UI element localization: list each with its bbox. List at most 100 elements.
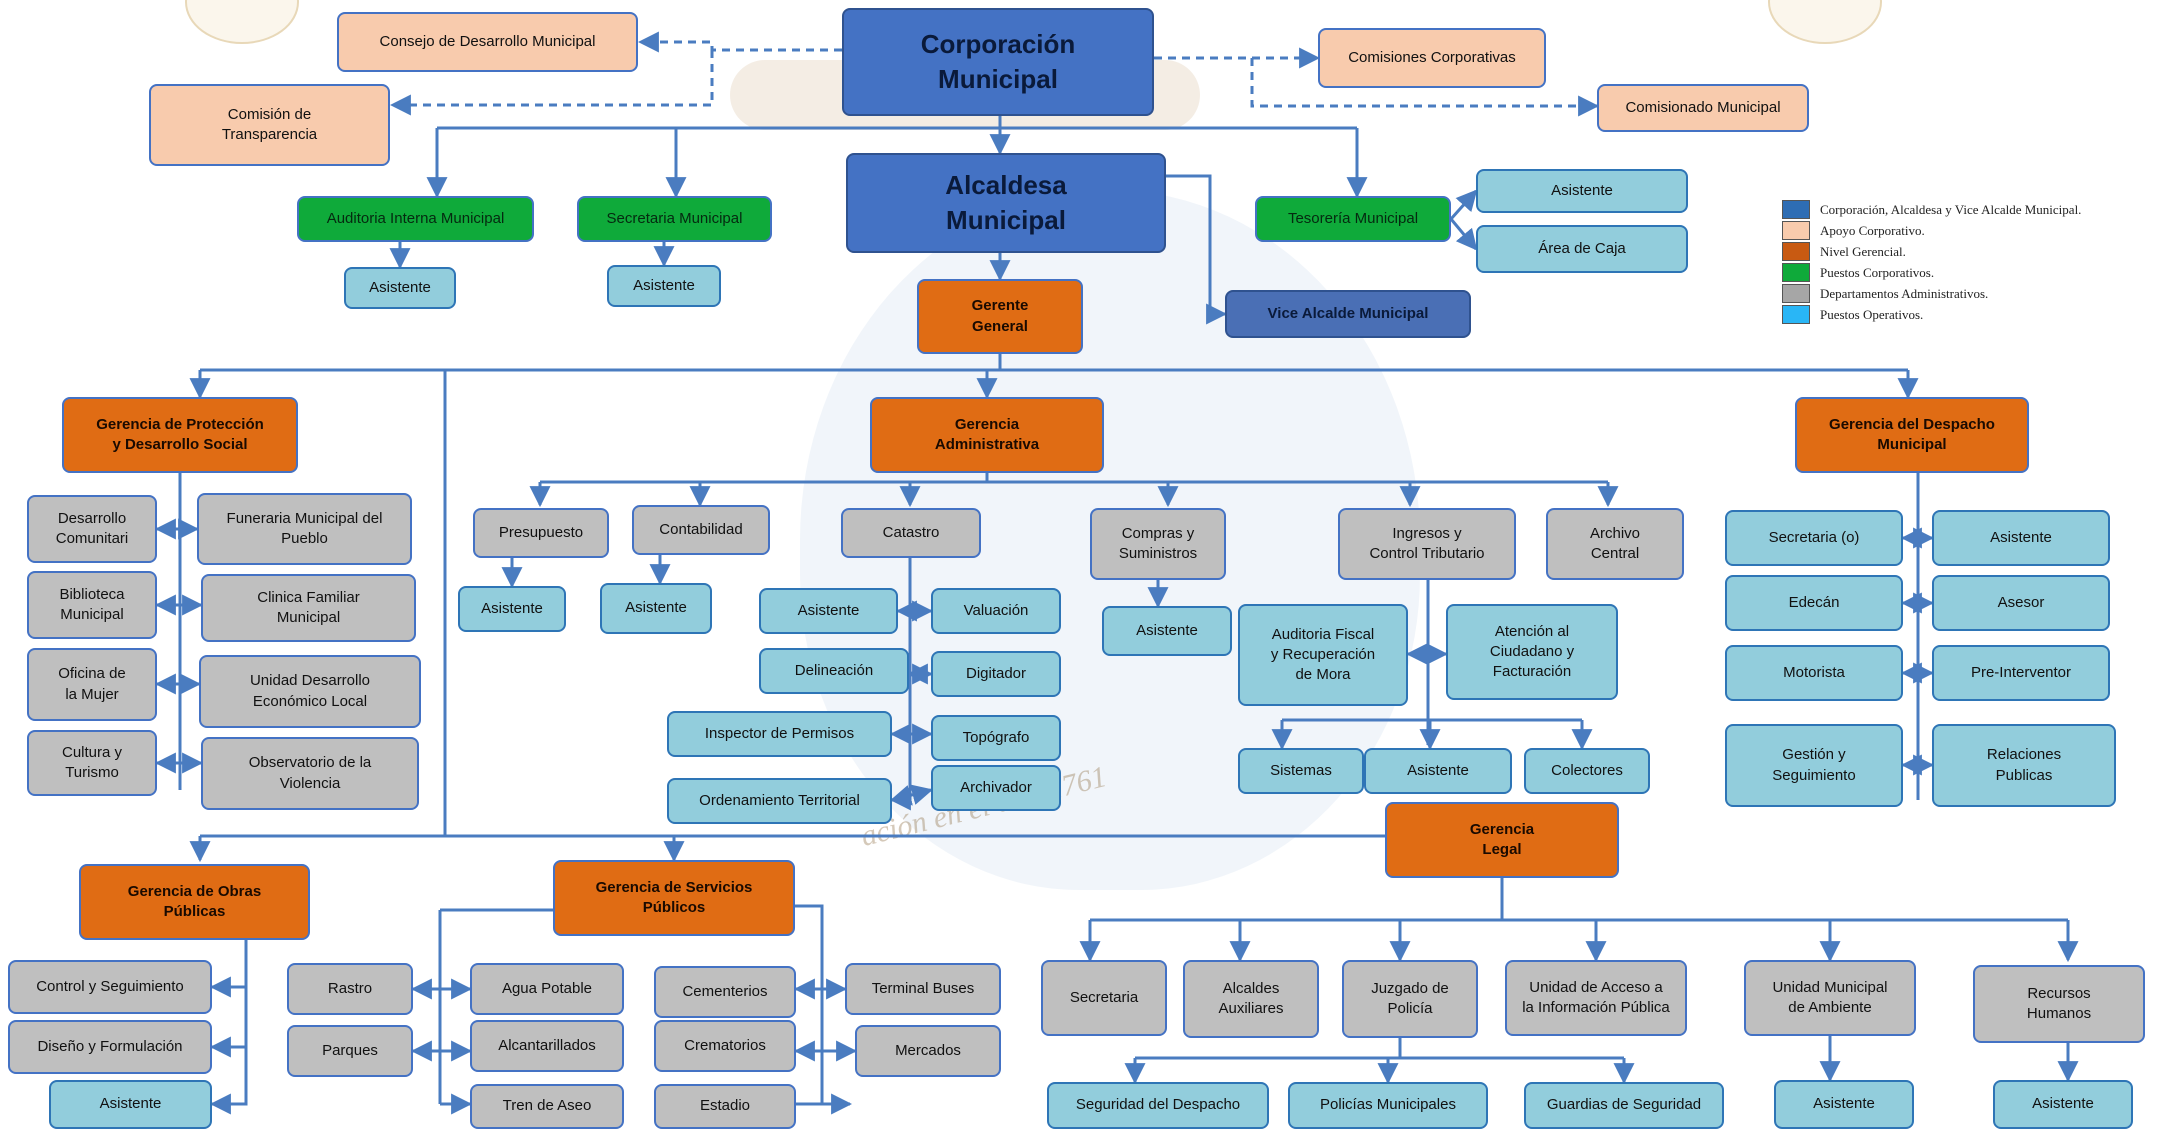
- org-unit-edecan: Edecán: [1725, 575, 1903, 631]
- legend-swatch: [1782, 263, 1810, 282]
- org-unit-preint: Pre-Interventor: [1932, 645, 2110, 701]
- org-unit-seg-desp: Seguridad del Despacho: [1047, 1082, 1269, 1129]
- org-unit-atencion: Atención al Ciudadano y Facturación: [1446, 604, 1618, 700]
- legend-label: Puestos Corporativos.: [1820, 264, 1935, 280]
- org-unit-tesor: Tesorería Municipal: [1255, 196, 1451, 242]
- org-unit-ger-adm: Gerencia Administrativa: [870, 397, 1104, 473]
- org-unit-audit: Auditoria Interna Municipal: [297, 196, 534, 242]
- org-unit-caja: Área de Caja: [1476, 225, 1688, 273]
- org-unit-contab: Contabilidad: [632, 505, 770, 555]
- org-unit-ordenamiento: Ordenamiento Territorial: [667, 778, 892, 824]
- connector: [209, 940, 248, 1115]
- org-unit-inspector: Inspector de Permisos: [667, 711, 892, 757]
- legend-label: Apoyo Corporativo.: [1820, 222, 1925, 238]
- org-unit-guardias: Guardias de Seguridad: [1524, 1082, 1724, 1129]
- connector: [637, 31, 842, 53]
- org-unit-vice: Vice Alcalde Municipal: [1225, 290, 1471, 338]
- org-unit-asis-amb: Asistente: [1774, 1080, 1914, 1129]
- org-unit-parques: Parques: [287, 1025, 413, 1077]
- org-unit-presup: Presupuesto: [473, 508, 609, 558]
- org-unit-terminal: Terminal Buses: [845, 963, 1001, 1015]
- org-unit-motorista: Motorista: [1725, 645, 1903, 701]
- org-unit-relaciones: Relaciones Publicas: [1932, 724, 2116, 807]
- org-unit-ingresos: Ingresos y Control Tributario: [1338, 508, 1516, 580]
- org-unit-control: Control y Seguimiento: [8, 960, 212, 1014]
- org-unit-observ: Observatorio de la Violencia: [201, 737, 419, 810]
- legend-label: Puestos Operativos.: [1820, 306, 1924, 322]
- legend-item: Corporación, Alcaldesa y Vice Alcalde Mu…: [1782, 199, 2081, 220]
- org-unit-topografo: Topógrafo: [931, 715, 1061, 761]
- org-unit-digitador: Digitador: [931, 651, 1061, 697]
- connector: [795, 904, 824, 1104]
- legend-swatch: [1782, 284, 1810, 303]
- org-unit-catastro: Catastro: [841, 508, 981, 558]
- org-unit-alc: Alcaldesa Municipal: [846, 153, 1166, 253]
- org-unit-ambiente: Unidad Municipal de Ambiente: [1744, 960, 1916, 1036]
- org-unit-gerente: Gerente General: [917, 279, 1083, 354]
- legend-swatch: [1782, 242, 1810, 261]
- org-unit-ger-obras: Gerencia de Obras Públicas: [79, 864, 310, 940]
- org-unit-des-com: Desarrollo Comunitari: [27, 495, 157, 563]
- org-unit-consejo: Consejo de Desarrollo Municipal: [337, 12, 638, 72]
- org-unit-alcaldes: Alcaldes Auxiliares: [1183, 960, 1319, 1038]
- org-unit-colectores: Colectores: [1524, 748, 1650, 794]
- org-unit-cultura: Cultura y Turismo: [27, 730, 157, 796]
- org-unit-ger-prot: Gerencia de Protección y Desarrollo Soci…: [62, 397, 298, 473]
- connector: [1449, 189, 1478, 220]
- connector: [1449, 218, 1478, 251]
- org-unit-undel: Unidad Desarrollo Económico Local: [199, 655, 421, 728]
- legend-item: Apoyo Corporativo.: [1782, 220, 2081, 241]
- org-unit-juzgado: Juzgado de Policía: [1342, 960, 1478, 1038]
- org-unit-asis-tes: Asistente: [1476, 169, 1688, 213]
- org-unit-sistemas: Sistemas: [1238, 748, 1364, 794]
- org-unit-secmun: Secretaria Municipal: [577, 196, 772, 242]
- legend-label: Nivel Gerencial.: [1820, 243, 1906, 259]
- legend-item: Puestos Corporativos.: [1782, 262, 2081, 283]
- org-unit-delineacion: Delineación: [759, 648, 909, 694]
- org-unit-ger-legal: Gerencia Legal: [1385, 802, 1619, 878]
- org-unit-corp: Corporación Municipal: [842, 8, 1154, 116]
- org-unit-transp: Comisión de Transparencia: [149, 84, 390, 166]
- org-unit-auditfiscal: Auditoria Fiscal y Recuperación de Mora: [1238, 604, 1408, 706]
- org-unit-asis-pres: Asistente: [458, 586, 566, 632]
- org-unit-asis-obras: Asistente: [49, 1080, 212, 1129]
- legend-swatch: [1782, 221, 1810, 240]
- org-unit-comcorp: Comisiones Corporativas: [1318, 28, 1546, 88]
- org-unit-biblio: Biblioteca Municipal: [27, 571, 157, 639]
- org-unit-asis-sec: Asistente: [607, 265, 721, 307]
- connector: [389, 50, 714, 116]
- org-unit-policias: Policías Municipales: [1288, 1082, 1488, 1129]
- connector: [889, 784, 934, 806]
- legend: Corporación, Alcaldesa y Vice Alcalde Mu…: [1782, 199, 2081, 325]
- org-unit-gestion: Gestión y Seguimiento: [1725, 724, 1903, 807]
- legend-swatch: [1782, 305, 1810, 324]
- org-unit-ger-desp: Gerencia del Despacho Municipal: [1795, 397, 2029, 473]
- org-unit-diseno: Diseño y Formulación: [8, 1020, 212, 1074]
- org-unit-estadio: Estadio: [654, 1084, 796, 1129]
- org-unit-asis-ing: Asistente: [1364, 748, 1512, 794]
- org-unit-funeraria: Funeraria Municipal del Pueblo: [197, 493, 412, 565]
- org-unit-valuacion: Valuación: [931, 588, 1061, 634]
- org-unit-rastro: Rastro: [287, 963, 413, 1015]
- org-unit-agua: Agua Potable: [470, 963, 624, 1015]
- legend-item: Nivel Gerencial.: [1782, 241, 2081, 262]
- org-unit-clinica: Clinica Familiar Municipal: [201, 574, 416, 642]
- legend-rows: Corporación, Alcaldesa y Vice Alcalde Mu…: [1782, 199, 2081, 325]
- legend-swatch: [1782, 200, 1810, 219]
- org-unit-asesor: Asesor: [1932, 575, 2110, 631]
- org-unit-tren: Tren de Aseo: [470, 1084, 624, 1129]
- org-unit-compras: Compras y Suministros: [1090, 508, 1226, 580]
- org-unit-mercados: Mercados: [855, 1025, 1001, 1077]
- legend-label: Departamentos Administrativos.: [1820, 285, 1989, 301]
- org-unit-secre-legal: Secretaria: [1041, 960, 1167, 1036]
- org-unit-alcant: Alcantarillados: [470, 1020, 624, 1072]
- org-unit-secre-desp: Secretaria (o): [1725, 510, 1903, 566]
- org-unit-cremat: Crematorios: [654, 1020, 796, 1072]
- org-unit-asis-cat: Asistente: [759, 588, 898, 634]
- legend-item: Puestos Operativos.: [1782, 304, 2081, 325]
- org-unit-acceso: Unidad de Acceso a la Información Públic…: [1505, 960, 1687, 1036]
- org-unit-asis-rrhh: Asistente: [1993, 1080, 2133, 1129]
- connector: [1166, 174, 1228, 325]
